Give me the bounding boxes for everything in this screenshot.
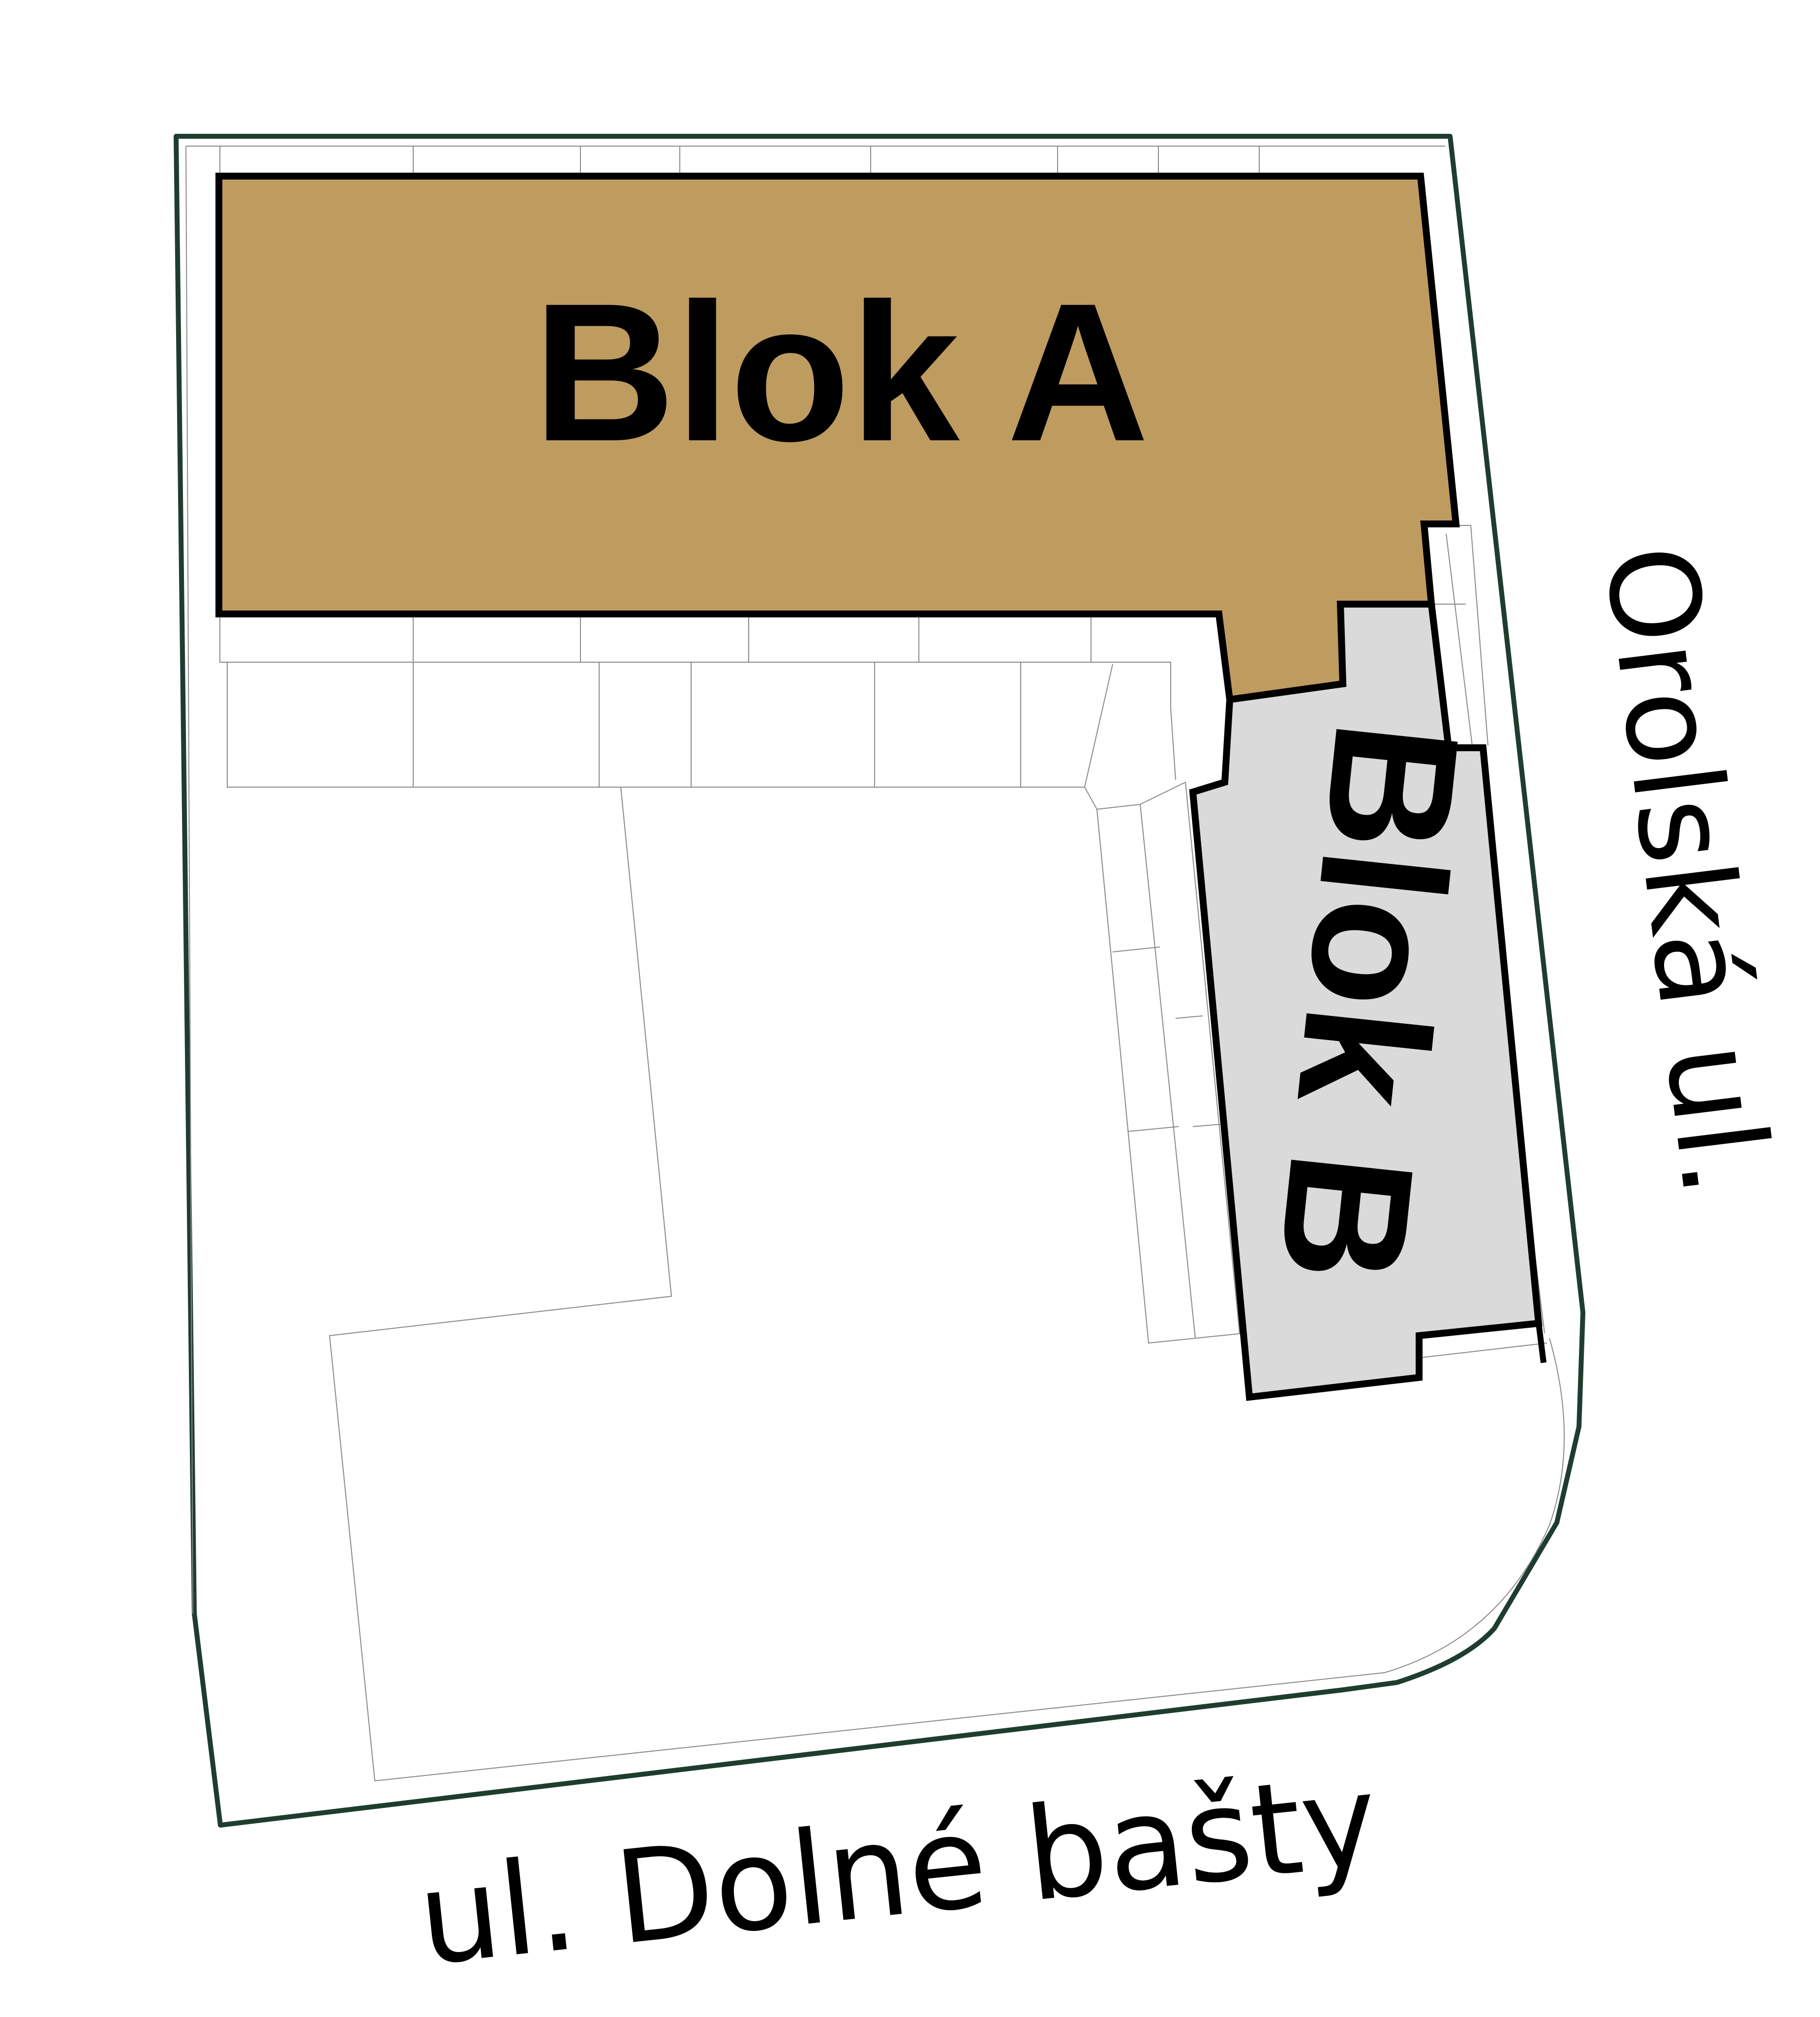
blok-b-edge [1536,1323,1547,1363]
blok-a-label: Blok A [533,262,1149,482]
blok-b-footprint[interactable] [1189,601,1543,1401]
street-label-orolska: Orolská ul. [1577,538,1799,1203]
site-boundary [174,134,1585,1828]
